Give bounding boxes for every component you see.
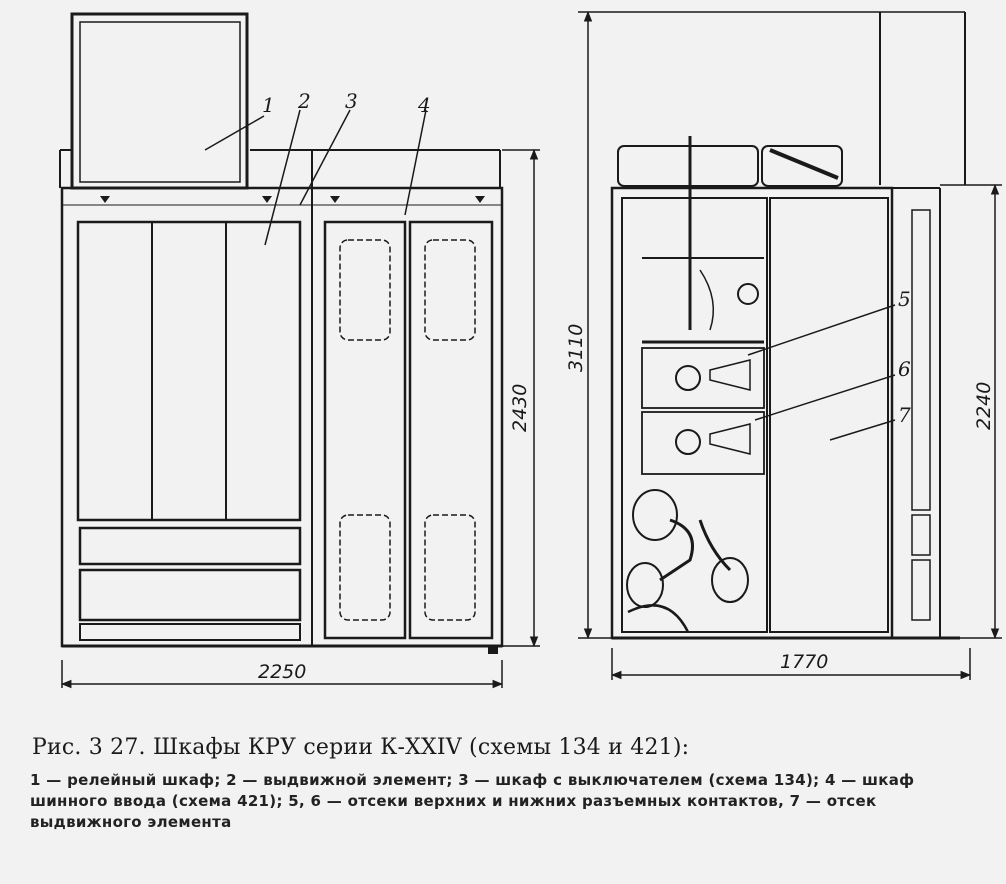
drawout-element xyxy=(76,220,302,522)
side-view xyxy=(610,12,966,640)
dim-side-height-cabinet: 2240 xyxy=(973,382,995,430)
callout-3: 3 xyxy=(345,89,358,113)
bus-input-cabinet xyxy=(323,220,407,640)
side-dimensions xyxy=(578,10,1002,680)
lower-contact-compartment xyxy=(641,411,765,475)
side-body xyxy=(610,186,894,640)
dim-front-height: 2430 xyxy=(509,384,531,432)
callout-5: 5 xyxy=(898,287,911,311)
side-callout-leaders xyxy=(747,304,896,441)
dim-side-depth: 1770 xyxy=(780,651,828,673)
callout-leaders xyxy=(204,109,427,246)
callout-6: 6 xyxy=(898,357,911,381)
upper-contact-compartment xyxy=(641,347,765,409)
callout-2: 2 xyxy=(297,89,311,113)
dim-front-width: 2250 xyxy=(258,661,306,683)
callout-4: 4 xyxy=(417,93,431,117)
callout-1: 1 xyxy=(262,93,275,117)
figure-caption: Рис. 3 27. Шкафы КРУ серии К-XXIV (схемы… xyxy=(32,735,690,760)
cabinet-drawing: 1 2 3 4 5 6 7 2250 2430 3110 1770 2240 xyxy=(59,10,1002,689)
figure-legend: 1 — релейный шкаф; 2 — выдвижной элемент… xyxy=(30,771,915,831)
dim-side-height-total: 3110 xyxy=(565,324,587,372)
front-dimensions xyxy=(60,148,540,689)
front-view xyxy=(59,12,504,654)
front-body xyxy=(60,186,504,648)
relay-cabinet xyxy=(70,12,249,190)
callout-7: 7 xyxy=(898,403,911,427)
